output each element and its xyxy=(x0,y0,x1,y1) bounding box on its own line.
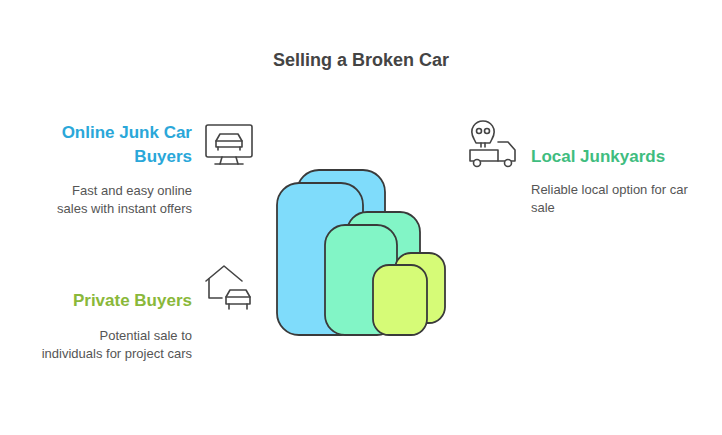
option-heading: Online Junk Car Buyers xyxy=(30,121,192,169)
option-description: Potential sale to individuals for projec… xyxy=(40,327,192,363)
option-heading: Private Buyers xyxy=(30,289,192,313)
option-description: Fast and easy online sales with instant … xyxy=(40,182,192,218)
house-icon xyxy=(206,266,250,309)
monitor-icon xyxy=(206,125,252,164)
option-description: Reliable local option for car sale xyxy=(531,181,696,217)
layered-blocks xyxy=(277,170,445,335)
diagram-title: Selling a Broken Car xyxy=(0,50,722,71)
option-heading: Local Junkyards xyxy=(531,145,711,169)
junkyard-icon xyxy=(470,121,515,167)
